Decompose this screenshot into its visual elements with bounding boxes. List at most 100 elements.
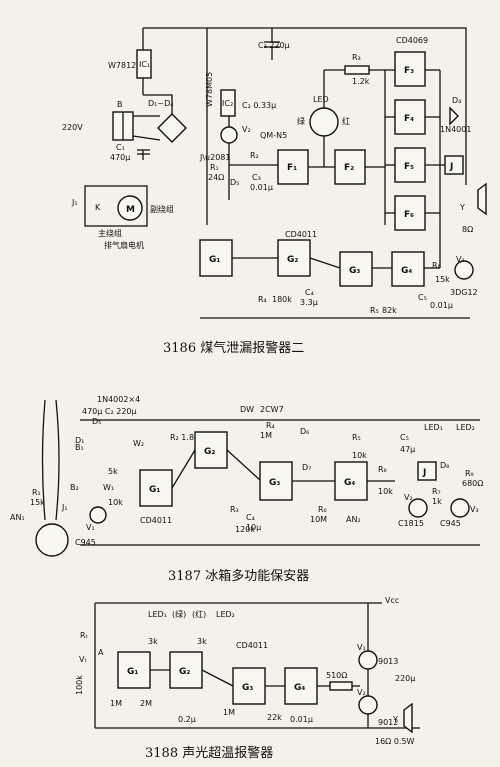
green-label: 绿: [297, 117, 305, 126]
r3-label: R₃: [352, 53, 361, 62]
bicolor-led: [309, 107, 339, 137]
gate-g4: [284, 667, 318, 705]
led1-label: LED₁: [148, 610, 167, 619]
d1-label: D₁: [75, 436, 84, 445]
g3-label: G₃: [242, 683, 253, 693]
zcw7-label: 2CW7: [260, 405, 284, 414]
gate-g2: [169, 651, 203, 689]
diodes-label: 1N4002×4: [97, 395, 140, 404]
g3-label: G₃: [269, 478, 280, 488]
r8v-label: 10k: [378, 487, 393, 496]
r2-label: R₂: [250, 151, 259, 160]
v1v-label: 3DG12: [450, 288, 478, 297]
f5-label: F₅: [404, 162, 414, 172]
g4-label: G₄: [294, 683, 305, 693]
speaker-y: [403, 702, 413, 734]
k3a-label: 3k: [148, 637, 158, 646]
b1-label: B₁: [75, 443, 84, 452]
y-label: Y: [459, 203, 465, 212]
g3-label: G₃: [349, 266, 360, 276]
m1b-label: 1M: [223, 708, 235, 717]
rt-label: Rₜ: [80, 631, 88, 640]
gate-g4: [391, 251, 425, 287]
d1d4-label: D₁~D₄: [148, 99, 173, 108]
g2-label: G₂: [287, 255, 298, 265]
c220-label: 220μ: [395, 674, 415, 683]
fan-label: 排气扇电机: [104, 240, 144, 250]
b2-label: B₂: [70, 483, 79, 492]
gate-f4: [394, 99, 426, 135]
cd4011-label: CD4011: [285, 230, 317, 239]
f1-label: F₁: [287, 163, 297, 173]
v2-label: V₂: [242, 125, 251, 134]
transistor-v2: [220, 126, 238, 144]
c4-label: C₄: [305, 288, 314, 297]
regulator-ic1: [136, 49, 152, 79]
cd4069-label: CD4069: [396, 36, 428, 45]
j-label: J: [449, 162, 453, 172]
dw-label: DW: [240, 405, 254, 414]
c1v-label: 470μ: [110, 153, 130, 162]
r510-label: 510Ω: [326, 671, 347, 680]
k10-label: 10k: [108, 498, 123, 507]
w2-label: W₂: [133, 439, 144, 448]
led-label: LED: [313, 95, 329, 104]
caption-3188: 3188 声光超温报警器: [145, 745, 273, 761]
r1v-label: 24Ω: [208, 173, 224, 182]
r4-label: R₄: [258, 295, 267, 304]
k3b-label: 3k: [197, 637, 207, 646]
c5-label: C₅: [400, 433, 409, 442]
ic2-label: IC₂: [222, 99, 233, 108]
power-cord: [41, 399, 46, 521]
c1-label: C₁: [116, 143, 125, 152]
v2-label: V₂: [404, 493, 413, 502]
c945a-label: C945: [75, 538, 96, 547]
f4-label: F₄: [404, 114, 414, 124]
c02-label: 0.2μ: [178, 715, 196, 724]
r5v-label: 82k: [382, 306, 397, 315]
transistor-v2: [358, 695, 378, 715]
ac-label: 220V: [62, 123, 83, 132]
r7-label: R₇: [432, 487, 441, 496]
diagram-3188: Vᴄᴄ LED₁ (绿) (红) LED₂ Rₜ Vₜ A 100k 3k 3k…: [75, 596, 420, 761]
led2-label: LED₂: [216, 610, 235, 619]
r2-label: R₂ 1.8k: [170, 433, 199, 442]
cd4011-label: CD4011: [140, 516, 172, 525]
r7v-label: 1k: [432, 497, 442, 506]
f3-label: F₃: [404, 66, 414, 76]
reg2-label: W78M05: [205, 72, 214, 107]
gate-f5: [394, 147, 426, 183]
spk-label: 8Ω: [462, 225, 473, 234]
d5-label: D₅: [92, 417, 101, 426]
r3v-label: 1.2k: [352, 77, 370, 86]
gate-g1: [199, 239, 233, 277]
g4-label: G₄: [344, 478, 355, 488]
c5v-label: 0.01μ: [430, 301, 453, 310]
qm-label: QM-N5: [260, 131, 287, 140]
green-label: (绿): [172, 610, 186, 619]
gate-g3: [232, 667, 266, 705]
k5-label: 5k: [108, 467, 118, 476]
led1-label: LED₁: [424, 423, 443, 432]
relay-j: [444, 155, 464, 175]
d5-label: D₅: [230, 178, 239, 187]
gate-g2: [277, 239, 311, 277]
caption-3186: 3186 煤气泄漏报警器二: [163, 340, 304, 356]
r8-label: R₈: [378, 465, 387, 474]
aux-label: 副绕组: [150, 204, 174, 214]
k-label: K: [95, 203, 101, 212]
gate-f3: [394, 51, 426, 87]
r4v-label: 180k: [272, 295, 292, 304]
j-label: J: [422, 468, 426, 478]
regulator-ic2: [220, 89, 236, 117]
resistor-510: [329, 681, 353, 691]
transistor-v1: [454, 260, 474, 280]
r6-label: R₆: [432, 261, 441, 270]
red-label: (红): [192, 609, 206, 619]
gate-g4: [334, 461, 368, 501]
v3-label: V₃: [470, 505, 479, 514]
gate-f1: [277, 149, 309, 185]
g2-label: G₂: [204, 447, 215, 457]
v1-label: V₁: [357, 643, 366, 652]
c4v-label: 10μ: [246, 523, 261, 532]
